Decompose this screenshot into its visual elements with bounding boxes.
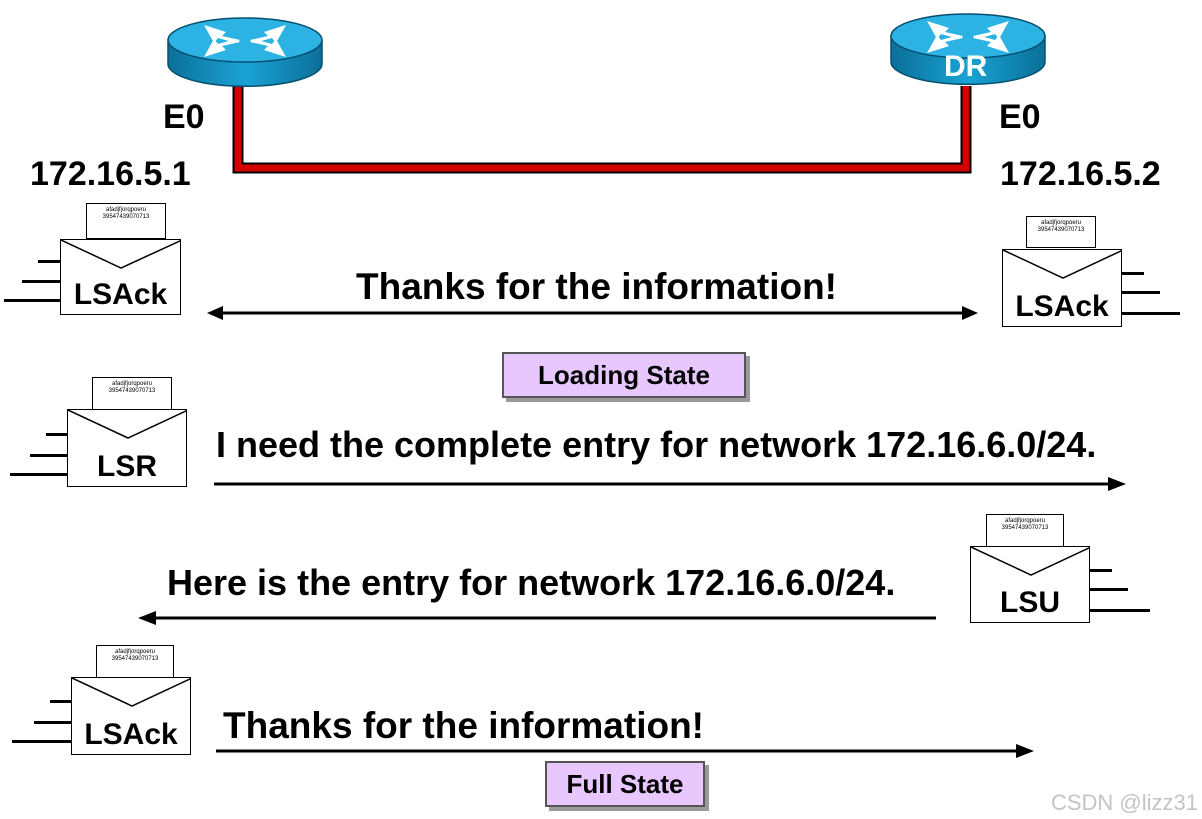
- packet-note: afadjfjorqpoeru 39547439070713: [92, 377, 172, 411]
- right-interface-label: E0: [999, 98, 1041, 136]
- envelope-icon: LSR: [67, 409, 187, 487]
- router-icon: [167, 17, 323, 88]
- left-interface-label: E0: [163, 98, 205, 136]
- right-arrow-icon: [214, 477, 1126, 491]
- router-icon: [890, 13, 1046, 86]
- lsack-packet-final: afadjfjorqpoeru 39547439070713 LSAck: [0, 645, 195, 757]
- packet-type-label: LSU: [1000, 586, 1060, 619]
- lsu-packet: afadjfjorqpoeru 39547439070713 LSU: [968, 514, 1158, 626]
- left-arrow-icon: [138, 611, 936, 625]
- packet-type-label: LSAck: [84, 718, 178, 751]
- packet-note: afadjfjorqpoeru 39547439070713: [986, 514, 1064, 547]
- packet-note: afadjfjorqpoeru 39547439070713: [86, 203, 166, 239]
- right-ip-label: 172.16.5.2: [1000, 155, 1161, 193]
- packet-type-label: LSR: [97, 450, 157, 483]
- packet-type-label: LSAck: [1015, 290, 1109, 323]
- exchange-message: Here is the entry for network 172.16.6.0…: [167, 562, 896, 603]
- packet-note: afadjfjorqpoeru 39547439070713: [96, 645, 174, 678]
- exchange-message: Thanks for the information!: [356, 266, 837, 307]
- lsack-packet-left: afadjfjorqpoeru 39547439070713 LSAck: [0, 203, 185, 318]
- exchange-message: I need the complete entry for network 17…: [216, 424, 1097, 465]
- router-role-label: DR: [944, 50, 988, 83]
- lsr-packet: afadjfjorqpoeru 39547439070713 LSR: [0, 377, 190, 489]
- double-arrow-icon: [207, 306, 978, 320]
- envelope-icon: LSAck: [60, 239, 181, 315]
- exchange-message: Thanks for the information!: [223, 705, 704, 746]
- lsack-packet-right: afadjfjorqpoeru 39547439070713 LSAck: [1000, 216, 1190, 331]
- left-ip-label: 172.16.5.1: [30, 155, 191, 193]
- ethernet-link: [232, 86, 972, 174]
- packet-type-label: LSAck: [73, 278, 168, 311]
- loading-state-badge: Loading State: [502, 352, 746, 398]
- envelope-icon: LSAck: [71, 677, 191, 755]
- right-arrow-icon: [216, 744, 1034, 758]
- envelope-icon: LSU: [970, 546, 1090, 623]
- full-state-badge: Full State: [545, 761, 705, 807]
- envelope-icon: LSAck: [1002, 249, 1122, 327]
- packet-note: afadjfjorqpoeru 39547439070713: [1026, 216, 1096, 248]
- watermark: CSDN @lizz31: [1050, 790, 1198, 815]
